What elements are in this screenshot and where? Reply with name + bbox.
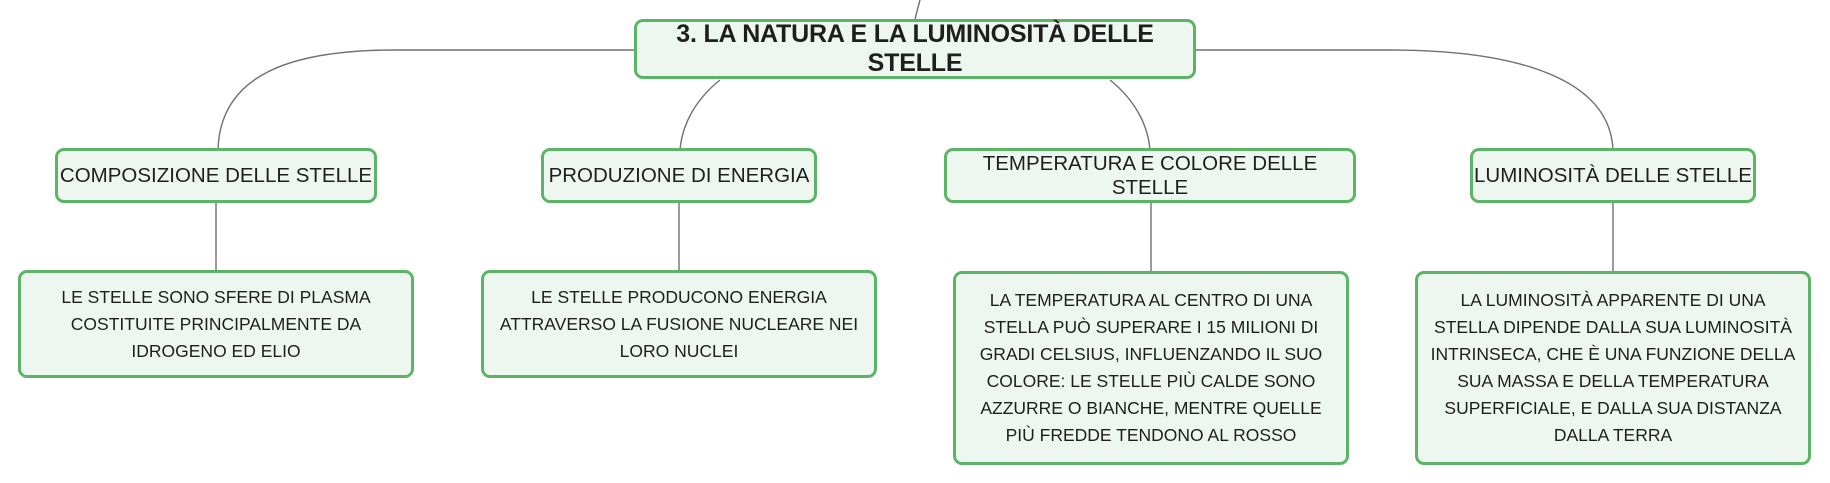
- connector-from-parent: [914, 0, 921, 21]
- topic-label: PRODUZIONE DI ENERGIA: [548, 163, 810, 187]
- connector-root-to-temperatura: [1109, 79, 1151, 151]
- detail-text: LA LUMINOSITÀ APPARENTE DI UNA STELLA DI…: [1430, 290, 1796, 445]
- detail-text: LE STELLE SONO SFERE DI PLASMA COSTITUIT…: [61, 286, 371, 361]
- detail-node-temperatura[interactable]: LA TEMPERATURA AL CENTRO DI UNA STELLA P…: [953, 271, 1349, 465]
- detail-text: LA TEMPERATURA AL CENTRO DI UNA STELLA P…: [979, 290, 1323, 445]
- topic-label: LUMINOSITÀ DELLE STELLE: [1474, 163, 1752, 187]
- connector-root-to-produzione: [679, 79, 721, 151]
- connector-root-to-luminosita: [1195, 49, 1614, 151]
- topic-node-produzione[interactable]: PRODUZIONE DI ENERGIA: [541, 148, 817, 203]
- root-node[interactable]: 3. LA NATURA E LA LUMINOSITÀ DELLE STELL…: [634, 19, 1196, 79]
- connector-root-to-composizione: [217, 49, 635, 151]
- topic-node-composizione[interactable]: COMPOSIZIONE DELLE STELLE: [55, 148, 377, 203]
- root-node-label: 3. LA NATURA E LA LUMINOSITÀ DELLE STELL…: [676, 20, 1154, 77]
- detail-text: LE STELLE PRODUCONO ENERGIA ATTRAVERSO L…: [499, 286, 859, 361]
- detail-node-composizione[interactable]: LE STELLE SONO SFERE DI PLASMA COSTITUIT…: [18, 270, 414, 378]
- topic-node-temperatura[interactable]: TEMPERATURA E COLORE DELLE STELLE: [944, 148, 1356, 203]
- detail-node-produzione[interactable]: LE STELLE PRODUCONO ENERGIA ATTRAVERSO L…: [481, 270, 877, 378]
- topic-label: COMPOSIZIONE DELLE STELLE: [59, 163, 373, 187]
- topic-label: TEMPERATURA E COLORE DELLE STELLE: [982, 151, 1318, 199]
- detail-node-luminosita[interactable]: LA LUMINOSITÀ APPARENTE DI UNA STELLA DI…: [1415, 271, 1811, 465]
- topic-node-luminosita[interactable]: LUMINOSITÀ DELLE STELLE: [1470, 148, 1756, 203]
